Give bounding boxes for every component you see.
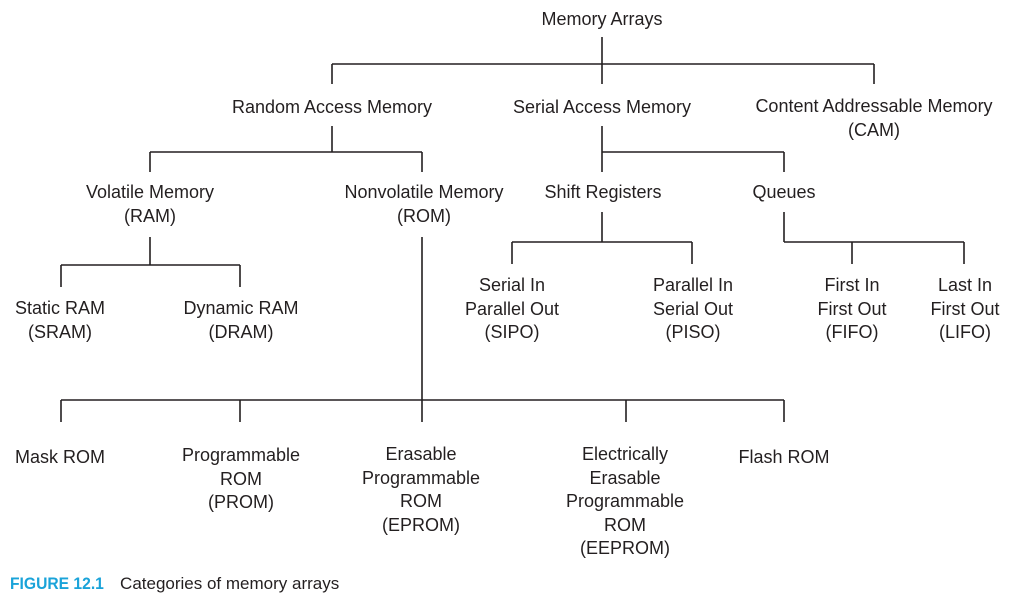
node-line: (LIFO) <box>938 322 991 342</box>
node-line: Erasable <box>589 467 661 488</box>
node-line: Programmable <box>361 467 481 488</box>
node-line: Serial Out <box>652 298 734 319</box>
node-line: Programmable <box>565 491 685 511</box>
node-line: Shift Registers <box>544 182 662 202</box>
node-sipo: Serial In Parallel Out (SIPO) <box>465 274 559 345</box>
node-line: Last In <box>937 275 993 295</box>
node-line: (EPROM) <box>381 514 460 535</box>
node-line: Content Addressable Memory <box>755 96 993 116</box>
node-prom: Programmable ROM (PROM) <box>182 444 300 515</box>
figure-caption: FIGURE 12.1 Categories of memory arrays <box>10 574 339 594</box>
node-memory-arrays: Memory Arrays <box>541 8 662 32</box>
node-serial-access-memory: Serial Access Memory <box>513 96 691 120</box>
node-fifo: First In First Out (FIFO) <box>817 274 886 345</box>
node-line: (PISO) <box>665 322 721 342</box>
node-line: (PROM) <box>207 492 274 512</box>
node-content-addressable-memory: Content Addressable Memory (CAM) <box>755 95 992 142</box>
node-nonvolatile-memory: Nonvolatile Memory (ROM) <box>344 181 503 228</box>
node-line: Serial In <box>478 275 546 295</box>
figure-caption-text: Categories of memory arrays <box>120 574 340 593</box>
node-line: Parallel In <box>652 275 734 295</box>
node-line: (FIFO) <box>825 322 879 342</box>
node-line: Serial Access Memory <box>512 97 692 117</box>
node-line: (ROM) <box>397 205 451 226</box>
node-line: Memory Arrays <box>541 9 663 29</box>
node-line: First Out <box>930 298 1000 319</box>
figure-label: FIGURE 12.1 <box>10 574 104 593</box>
node-line: (CAM) <box>848 119 900 140</box>
node-line: Programmable <box>181 445 301 465</box>
node-line: Volatile Memory <box>85 182 215 202</box>
node-line: (DRAM) <box>208 321 274 342</box>
node-line: First Out <box>817 298 887 319</box>
node-line: Queues <box>752 182 816 202</box>
node-line: Erasable <box>385 444 457 464</box>
node-line: ROM <box>399 491 442 511</box>
node-dynamic-ram: Dynamic RAM (DRAM) <box>183 297 298 344</box>
node-flash-rom: Flash ROM <box>738 446 829 470</box>
node-line: First In <box>824 275 880 295</box>
node-line: (RAM) <box>124 205 176 226</box>
node-line: (SRAM) <box>28 321 92 342</box>
node-mask-rom: Mask ROM <box>15 446 105 470</box>
node-line: Static RAM <box>14 298 106 318</box>
node-queues: Queues <box>752 181 815 205</box>
node-lifo: Last In First Out (LIFO) <box>930 274 999 345</box>
node-line: Dynamic RAM <box>183 298 299 318</box>
node-piso: Parallel In Serial Out (PISO) <box>653 274 733 345</box>
node-line: Nonvolatile Memory <box>344 182 504 202</box>
node-static-ram: Static RAM (SRAM) <box>15 297 105 344</box>
node-line: Random Access Memory <box>231 97 433 117</box>
node-line: Electrically <box>581 444 669 464</box>
node-line: (SIPO) <box>484 322 540 342</box>
node-shift-registers: Shift Registers <box>544 181 661 205</box>
node-random-access-memory: Random Access Memory <box>232 96 432 120</box>
node-line: ROM <box>603 514 646 535</box>
node-line: Mask ROM <box>15 447 105 467</box>
node-volatile-memory: Volatile Memory (RAM) <box>86 181 214 228</box>
node-line: Parallel Out <box>464 298 560 319</box>
node-eprom: Erasable Programmable ROM (EPROM) <box>362 443 480 537</box>
node-line: (EEPROM) <box>579 538 670 558</box>
node-line: ROM <box>219 468 262 489</box>
node-line: Flash ROM <box>738 447 830 467</box>
node-eeprom: Electrically Erasable Programmable ROM (… <box>566 443 684 561</box>
